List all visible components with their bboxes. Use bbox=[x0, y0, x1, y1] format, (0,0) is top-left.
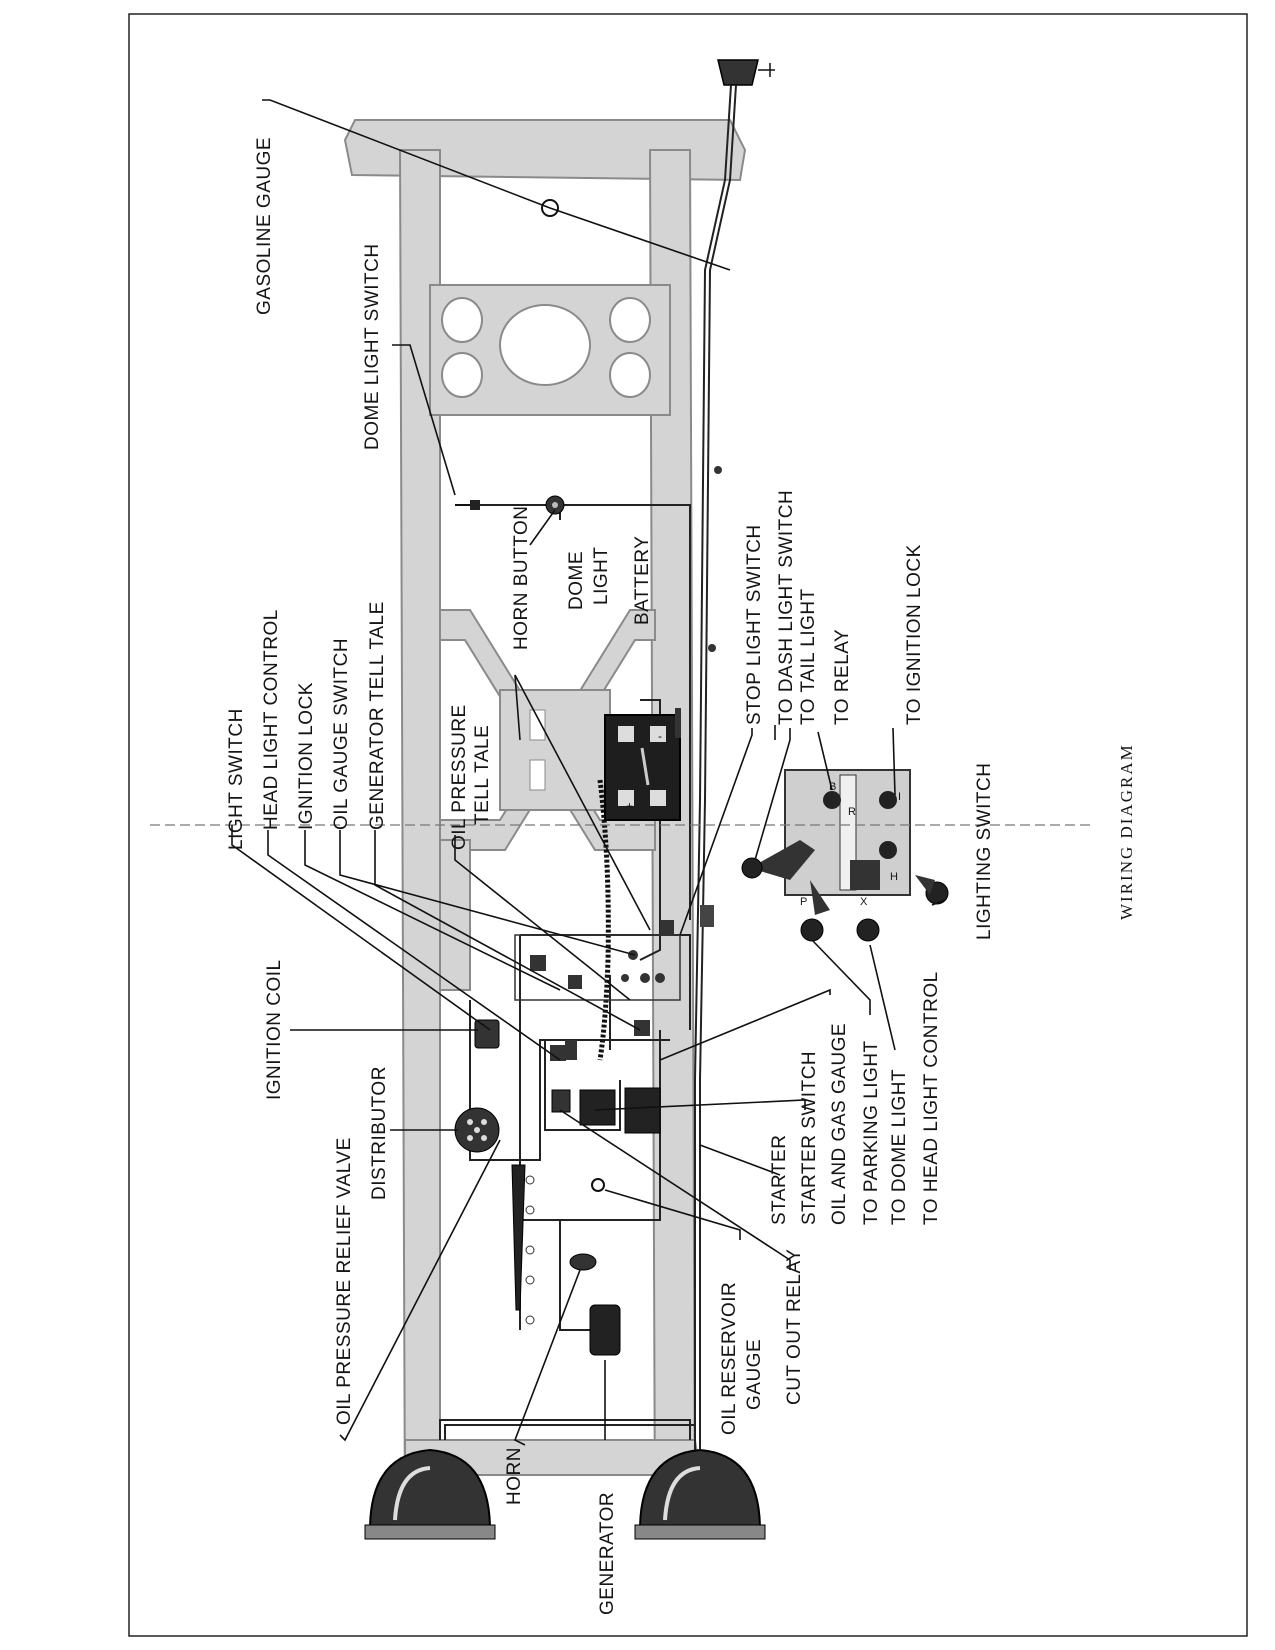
label-starter: STARTER bbox=[769, 1135, 790, 1225]
label-dome-light-switch: DOME LIGHT SWITCH bbox=[362, 243, 383, 450]
distributor bbox=[454, 1107, 500, 1153]
label-to-dome-light: TO DOME LIGHT bbox=[889, 1069, 910, 1225]
labels: GASOLINE GAUGE DOME LIGHT SWITCH HORN BU… bbox=[226, 137, 1136, 1615]
right-headlamp bbox=[634, 1448, 766, 1540]
label-to-ignition-lock: TO IGNITION LOCK bbox=[904, 544, 925, 725]
label-head-light-control: HEAD LIGHT CONTROL bbox=[261, 609, 282, 830]
label-horn-button: HORN BUTTON bbox=[511, 506, 532, 650]
label-dome-light-line1: DOME bbox=[566, 551, 587, 610]
label-oil-gauge-switch: OIL GAUGE SWITCH bbox=[331, 638, 352, 830]
label-generator: GENERATOR bbox=[597, 1492, 618, 1615]
leader-lines bbox=[231, 99, 946, 1446]
label-gasoline-gauge: GASOLINE GAUGE bbox=[254, 137, 275, 315]
dome-light bbox=[545, 495, 565, 515]
oil-reservoir-gauge bbox=[591, 1178, 605, 1192]
dome-light-switch bbox=[455, 500, 480, 510]
label-horn: HORN bbox=[504, 1447, 525, 1505]
terminal-letter-r: R bbox=[848, 806, 856, 818]
label-to-tail-light: TO TAIL LIGHT bbox=[798, 588, 819, 725]
chassis-frame bbox=[343, 119, 747, 1531]
battery: + - bbox=[604, 708, 681, 821]
lighting-switch-detail: B R I P X H bbox=[741, 769, 949, 942]
left-headlamp bbox=[364, 1448, 496, 1540]
tail-lamp bbox=[717, 59, 775, 86]
label-to-head-light-control: TO HEAD LIGHT CONTROL bbox=[921, 971, 942, 1225]
label-starter-switch: STARTER SWITCH bbox=[799, 1051, 820, 1225]
label-dome-light-line2: LIGHT bbox=[591, 547, 612, 605]
horn bbox=[569, 1253, 597, 1271]
label-distributor: DISTRIBUTOR bbox=[369, 1066, 390, 1200]
exhaust-manifold bbox=[511, 1164, 535, 1325]
label-oil-pressure-line1: OIL PRESSURE bbox=[449, 704, 470, 850]
label-to-dash-light-switch: TO DASH LIGHT SWITCH bbox=[776, 490, 797, 725]
cut-out-relay bbox=[551, 1089, 571, 1113]
terminal-letter-x: X bbox=[860, 896, 868, 908]
label-cut-out-relay: CUT OUT RELAY bbox=[784, 1249, 805, 1405]
battery-minus-sign: - bbox=[658, 729, 663, 743]
starter bbox=[624, 1087, 661, 1134]
ignition-coil bbox=[474, 1019, 500, 1049]
label-to-relay: TO RELAY bbox=[832, 629, 853, 725]
starter-switch bbox=[579, 1089, 616, 1126]
terminal-letter-h: H bbox=[890, 871, 898, 883]
label-light-switch: LIGHT SWITCH bbox=[226, 708, 247, 850]
diagram-caption: WIRING DIAGRAM bbox=[1117, 743, 1136, 920]
label-ignition-coil: IGNITION COIL bbox=[264, 959, 285, 1100]
label-oil-reservoir-line1: OIL RESERVOIR bbox=[719, 1282, 740, 1435]
label-oil-pressure-line2: TELL TALE bbox=[472, 725, 493, 825]
generator bbox=[589, 1304, 621, 1356]
stop-light-switch bbox=[660, 920, 674, 936]
label-oil-reservoir-line2: GAUGE bbox=[744, 1339, 765, 1410]
terminal-letter-p: P bbox=[800, 896, 808, 908]
label-oil-and-gas-gauge: OIL AND GAS GAUGE bbox=[829, 1023, 850, 1225]
terminal-letter-i: I bbox=[898, 791, 902, 803]
label-stop-light-switch: STOP LIGHT SWITCH bbox=[744, 524, 765, 725]
label-generator-tell-tale: GENERATOR TELL TALE bbox=[367, 601, 388, 830]
label-oil-pressure-relief-valve: OIL PRESSURE RELIEF VALVE bbox=[334, 1137, 355, 1425]
page-border bbox=[128, 13, 1248, 1637]
label-battery: BATTERY bbox=[632, 536, 653, 625]
label-ignition-lock: IGNITION LOCK bbox=[296, 682, 317, 830]
terminal-letter-b: B bbox=[829, 781, 837, 793]
battery-plus-sign: + bbox=[626, 799, 634, 813]
label-to-parking-light: TO PARKING LIGHT bbox=[861, 1040, 882, 1225]
label-lighting-switch: LIGHTING SWITCH bbox=[974, 763, 995, 940]
